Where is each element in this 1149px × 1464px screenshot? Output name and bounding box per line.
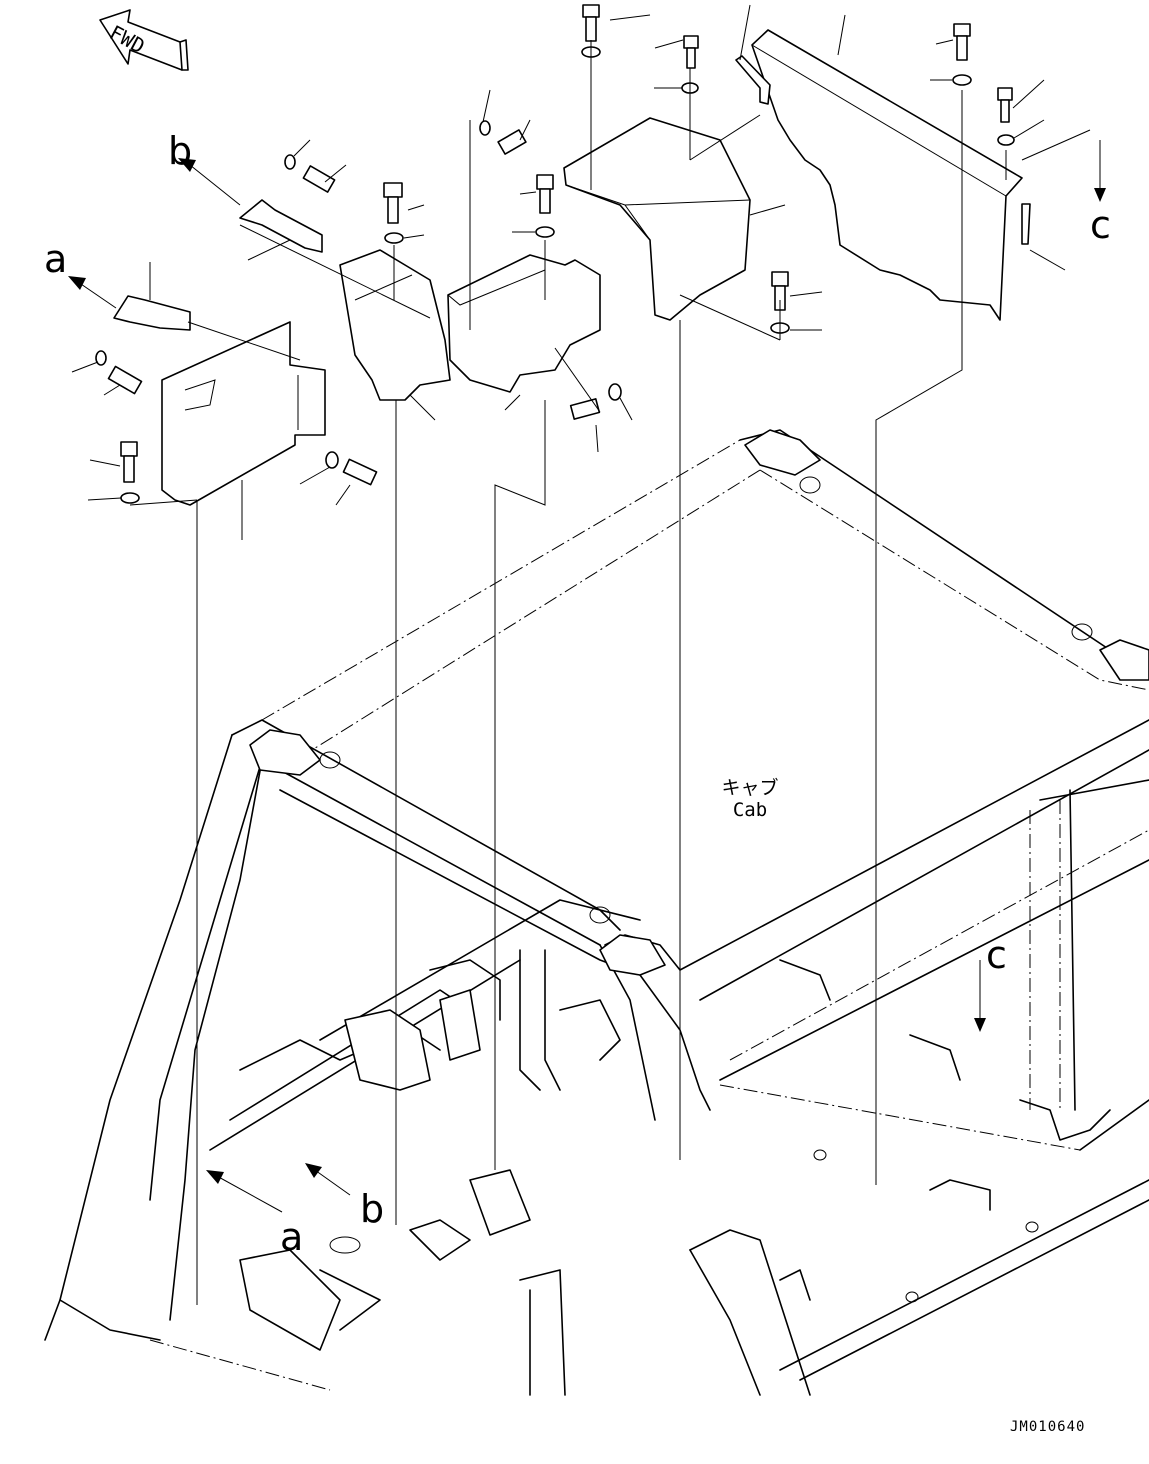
cab-frame [44, 429, 1149, 1396]
callout-b-lower: b [360, 1187, 385, 1231]
cab-label-en: Cab [732, 798, 768, 821]
callout-a-upper: a [44, 237, 68, 281]
callout-c-upper: c [1090, 203, 1111, 247]
fwd-arrow-icon [99, 9, 189, 71]
callout-c-lower: c [986, 933, 1007, 977]
drawing-code: JM010640 [1010, 1419, 1086, 1435]
callout-a-lower: a [280, 1215, 304, 1259]
bolt-icon [107, 4, 1013, 486]
washer-icon [95, 46, 1015, 504]
callout-arrow-icon [68, 140, 1106, 1213]
cab-label-jp: キャブ [721, 777, 779, 799]
callout-b-upper: b [168, 129, 193, 173]
exploded-parts [68, 4, 1106, 1305]
cab-label: キャブ Cab [700, 777, 800, 822]
